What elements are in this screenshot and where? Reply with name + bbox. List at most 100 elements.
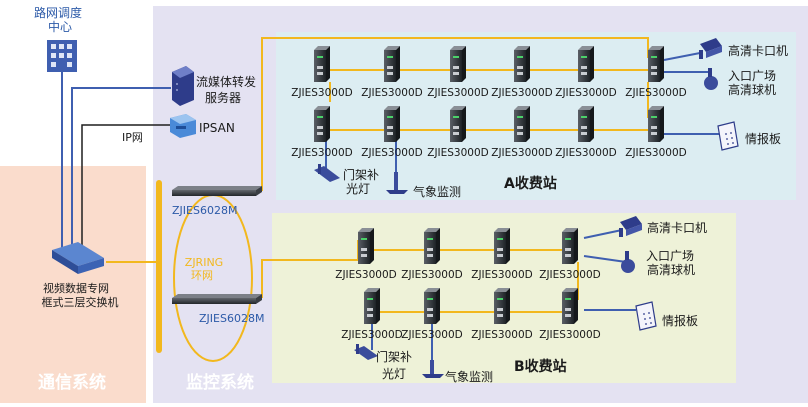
station-a-top-switch-node-2: ZJIES3000D xyxy=(361,46,423,99)
station-b-top-switch-node-3: ZJIES3000D xyxy=(471,228,533,281)
station-a-top-switch-node-5: ZJIES3000D xyxy=(555,46,617,99)
station-b-title: B收费站 xyxy=(514,358,567,375)
station-a-top-switch-node-3: ZJIES3000D xyxy=(427,46,489,99)
station-a-top-switch-node-1: ZJIES3000D xyxy=(291,46,353,99)
station-a-gantry-light-label-2: 光灯 xyxy=(346,182,370,196)
station-b-top-switch-node-4: ZJIES3000D xyxy=(539,228,601,281)
industrial-switch-icon xyxy=(314,106,330,142)
station-b-gantry-light-label-2: 光灯 xyxy=(382,367,406,381)
station-a-bottom-switch-node-3: ZJIES3000D xyxy=(427,106,489,159)
switch-node-label: ZJIES3000D xyxy=(335,269,397,281)
switch-node-label: ZJIES3000D xyxy=(555,147,617,159)
switch-node-label: ZJIES3000D xyxy=(291,87,353,99)
switch-node-label: ZJIES3000D xyxy=(471,329,533,341)
switch-node-label: ZJIES3000D xyxy=(491,147,553,159)
industrial-switch-icon xyxy=(384,46,400,82)
industrial-switch-icon xyxy=(648,106,664,142)
station-a-top-switch-node-6: ZJIES3000D xyxy=(625,46,687,99)
industrial-switch-icon xyxy=(562,228,578,264)
station-a-info-board-label: 情报板 xyxy=(745,131,781,146)
station-a-gantry-light-label: 门架补 xyxy=(343,167,379,182)
station-b-gantry-light-label: 门架补 xyxy=(376,349,412,364)
station-b-rack-switch-icon xyxy=(172,294,262,304)
switch-node-label: ZJIES3000D xyxy=(341,329,403,341)
switch-node-label: ZJIES3000D xyxy=(291,147,353,159)
ipsan-label: IPSAN xyxy=(199,121,235,135)
industrial-switch-icon xyxy=(494,228,510,264)
station-a-area xyxy=(276,32,796,200)
trunk-links xyxy=(61,72,178,250)
industrial-switch-icon xyxy=(494,288,510,324)
switch-node-label: ZJIES3000D xyxy=(471,269,533,281)
switch-node-label: ZJIES3000D xyxy=(625,147,687,159)
station-a-bottom-switch-node-4: ZJIES3000D xyxy=(491,106,553,159)
streaming-server-label: 流媒体转发 xyxy=(196,74,256,89)
station-a-rack-switch-label: ZJIES6028M xyxy=(172,204,237,217)
dispatch-center-building-icon xyxy=(47,40,77,72)
station-b-bottom-switch-node-2: ZJIES3000D xyxy=(401,288,463,341)
industrial-switch-icon xyxy=(450,106,466,142)
monitor-system-title: 监控系统 xyxy=(186,372,254,393)
station-a-weather-label: 气象监测 xyxy=(413,184,461,199)
station-a-bottom-switch-node-6: ZJIES3000D xyxy=(625,106,687,159)
station-a-hd-camera-icon xyxy=(699,38,722,59)
switch-node-label: ZJIES3000D xyxy=(361,147,423,159)
ip-network-label: IP网 xyxy=(122,131,143,144)
station-a-fiber-chain xyxy=(326,69,649,131)
fiber-bus-bar xyxy=(156,180,162,353)
station-b-dome-label-2: 高清球机 xyxy=(647,262,695,277)
station-b-bottom-switch-node-3: ZJIES3000D xyxy=(471,288,533,341)
industrial-switch-icon xyxy=(314,46,330,82)
industrial-switch-icon xyxy=(358,228,374,264)
station-b-hd-camera-label: 高清卡口机 xyxy=(647,220,707,235)
fiber-ring-station-a xyxy=(261,37,649,191)
core-switch-label: 视频数据专网 xyxy=(43,281,109,295)
switch-node-label: ZJIES3000D xyxy=(625,87,687,99)
ring-label-2: 环网 xyxy=(191,269,213,282)
station-b-top-switch-node-1: ZJIES3000D xyxy=(335,228,397,281)
station-b-hd-camera-icon xyxy=(619,216,642,237)
industrial-switch-icon xyxy=(514,106,530,142)
industrial-switch-icon xyxy=(578,46,594,82)
station-b-weather-label: 气象监测 xyxy=(445,369,493,384)
station-a-rack-switch-icon xyxy=(172,186,262,196)
switch-node-label: ZJIES3000D xyxy=(427,87,489,99)
industrial-switch-icon xyxy=(578,106,594,142)
ipsan-storage-icon xyxy=(170,114,196,138)
switch-node-label: ZJIES3000D xyxy=(539,269,601,281)
station-a-top-switch-node-4: ZJIES3000D xyxy=(491,46,553,99)
link-core-ipsan xyxy=(81,124,178,250)
comm-system-title: 通信系统 xyxy=(38,372,106,393)
switch-node-label: ZJIES3000D xyxy=(401,329,463,341)
industrial-switch-icon xyxy=(514,46,530,82)
station-b-rack-switch-label: ZJIES6028M xyxy=(199,312,264,325)
station-a-hd-camera-label: 高清卡口机 xyxy=(728,43,788,58)
industrial-switch-icon xyxy=(424,228,440,264)
station-b-top-switch-node-2: ZJIES3000D xyxy=(401,228,463,281)
station-b-dome-camera-icon xyxy=(621,251,635,273)
station-a-dome-label-2: 高清球机 xyxy=(728,82,776,97)
dispatch-center-label-2: 中心 xyxy=(48,19,72,34)
station-b-gantry-light-icon xyxy=(354,344,378,360)
switch-node-label: ZJIES3000D xyxy=(555,87,617,99)
station-a-bottom-switch-node-2: ZJIES3000D xyxy=(361,106,423,159)
station-b-dome-label: 入口广场 xyxy=(646,249,694,263)
station-a-gantry-light-icon xyxy=(314,164,340,182)
station-b-weather-station-icon xyxy=(422,360,444,378)
station-a-dome-label: 入口广场 xyxy=(728,69,776,83)
switch-node-label: ZJIES3000D xyxy=(491,87,553,99)
industrial-switch-icon xyxy=(450,46,466,82)
industrial-switch-icon xyxy=(648,46,664,82)
industrial-switch-icon xyxy=(562,288,578,324)
station-a-weather-station-icon xyxy=(386,172,408,194)
station-a-info-board-icon xyxy=(717,121,739,151)
core-switch-label-2: 框式三层交换机 xyxy=(42,295,119,309)
station-a-dome-camera-icon xyxy=(704,68,718,90)
station-b-info-board-icon xyxy=(635,301,657,331)
ring-label: ZJRING xyxy=(185,256,223,269)
dispatch-center-label: 路网调度 xyxy=(34,5,82,20)
industrial-switch-icon xyxy=(364,288,380,324)
